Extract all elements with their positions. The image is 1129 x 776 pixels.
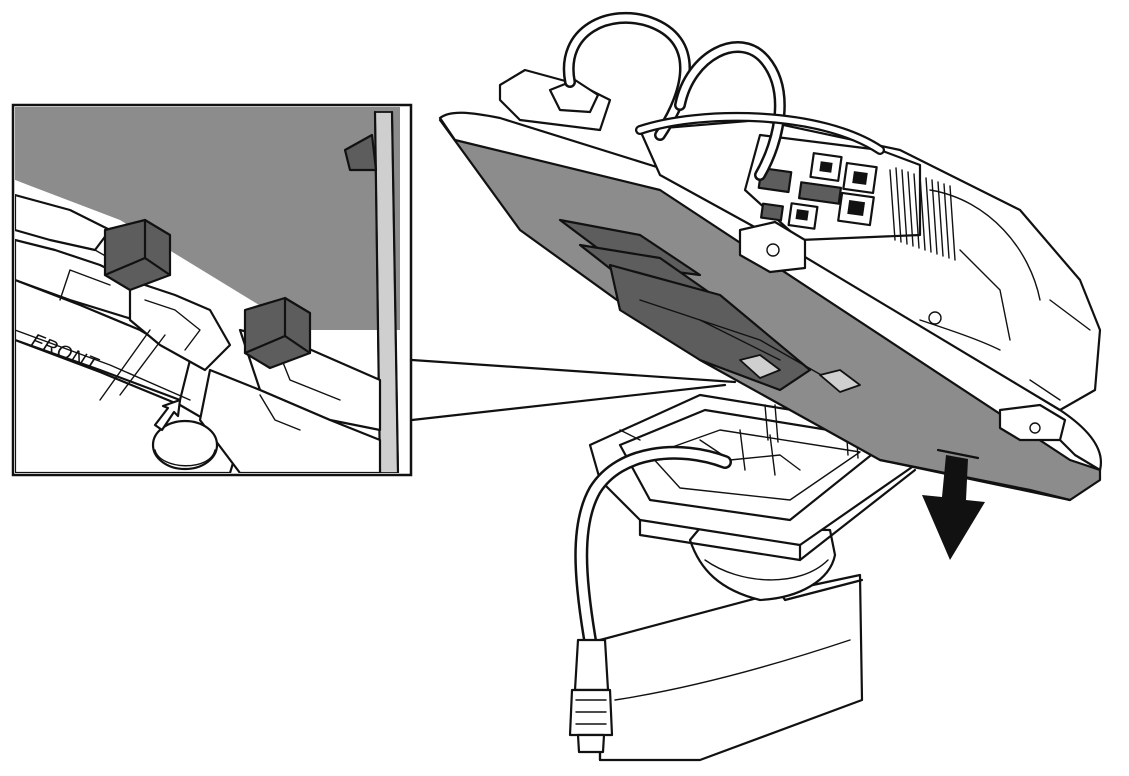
handset-cords <box>562 11 885 181</box>
arrow-up-right-icon <box>153 398 182 432</box>
stand-base <box>598 526 864 762</box>
phone-body <box>438 68 1103 502</box>
callout-lines <box>410 358 737 422</box>
network-cable <box>568 445 732 754</box>
grille <box>889 167 956 261</box>
detail-inset: FRONT <box>11 103 413 477</box>
arrow-down-icon <box>922 448 985 560</box>
